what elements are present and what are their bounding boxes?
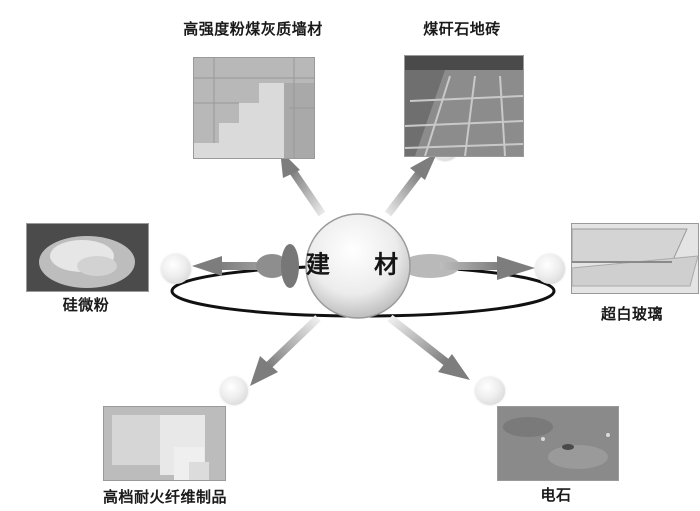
- node-label-ultra-white-glass: 超白玻璃: [600, 305, 664, 323]
- node-label-fly-ash-wall: 高强度粉煤灰质墙材: [183, 20, 323, 38]
- node-label-gangue-brick: 煤矸石地砖: [423, 20, 501, 38]
- arrow-right-icon: [400, 254, 535, 280]
- arrow-up-left-icon: [280, 150, 326, 217]
- center-sphere: [305, 213, 411, 319]
- white-powder-photo: [26, 223, 149, 292]
- paved-tiles-photo: [404, 55, 524, 157]
- arrow-up-right-icon: [384, 153, 437, 217]
- node-label-calcium-carbide: 电石: [540, 486, 572, 504]
- node-label-refractory-fiber: 高档耐火纤维制品: [102, 488, 228, 506]
- rock-surface-photo: [497, 406, 619, 481]
- arrow-left-icon: [192, 244, 299, 288]
- fiber-boards-photo: [103, 406, 226, 481]
- arrow-down-right-icon: [387, 314, 470, 380]
- node-label-silica-powder: 硅微粉: [62, 296, 110, 314]
- node-sphere-calcium-carbide: [475, 377, 505, 405]
- node-sphere-ultra-white-glass: [535, 254, 565, 284]
- center-label: 建 材: [305, 250, 417, 279]
- stair-blocks-photo: [193, 57, 315, 159]
- arrow-down-left-icon: [250, 315, 321, 386]
- node-sphere-refractory-fiber: [220, 377, 248, 405]
- glass-panes-photo: [571, 223, 699, 294]
- node-sphere-silica-powder: [161, 254, 191, 284]
